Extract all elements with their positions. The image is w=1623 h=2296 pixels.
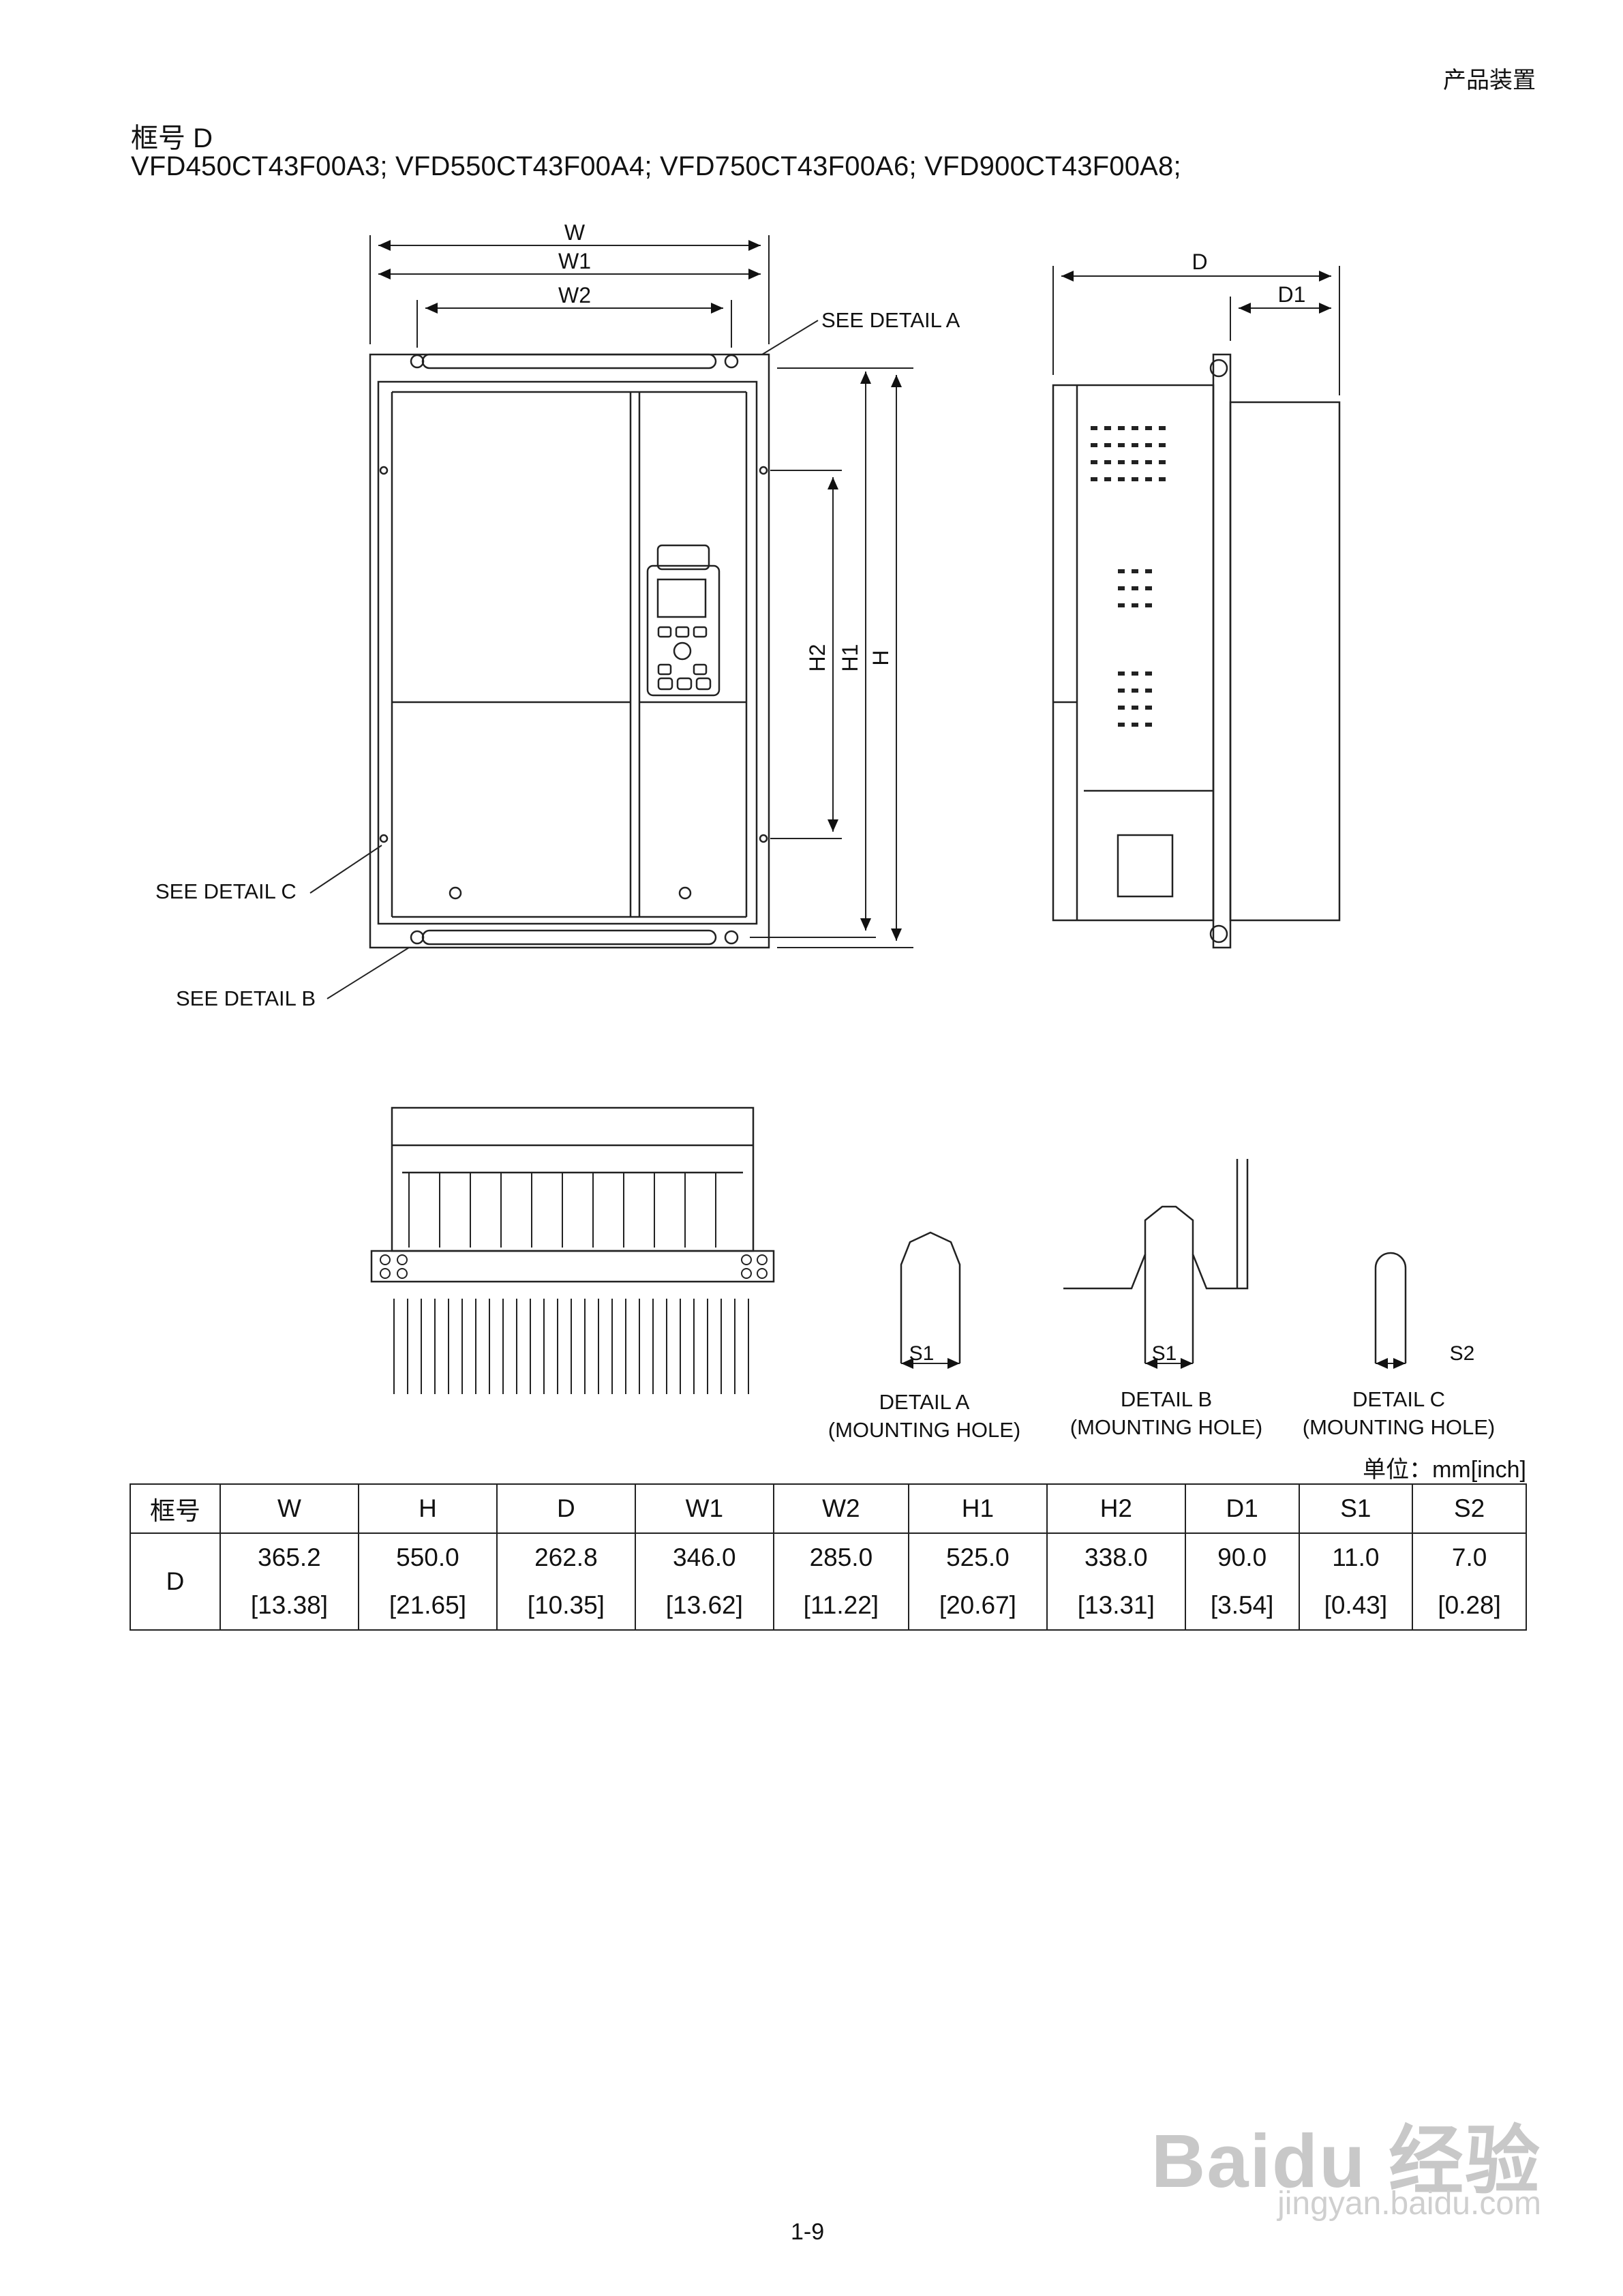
watermark-logo: Baidu 经验 bbox=[1151, 2119, 1541, 2203]
dim-label-d1: D1 bbox=[1278, 282, 1306, 307]
dim-label-w2: W2 bbox=[558, 283, 591, 307]
table-header: S2 bbox=[1412, 1483, 1527, 1534]
callout-detail-a: SEE DETAIL A bbox=[821, 308, 960, 332]
table-cell: [0.43] bbox=[1298, 1582, 1414, 1631]
frame-title: 框号 D bbox=[131, 123, 213, 153]
detail-a-dim-label: S1 bbox=[909, 1342, 935, 1365]
section-header: 产品装置 bbox=[1443, 67, 1536, 94]
watermark-url: jingyan.baidu.com bbox=[1277, 2186, 1541, 2222]
callout-detail-b: SEE DETAIL B bbox=[176, 986, 316, 1010]
table-cell: [13.38] bbox=[219, 1582, 359, 1631]
table-cell: [3.54] bbox=[1184, 1582, 1300, 1631]
table-header: S1 bbox=[1298, 1483, 1414, 1534]
unit-note: 单位：mm[inch] bbox=[1363, 1457, 1526, 1483]
detail-a-subtitle: (MOUNTING HOLE) bbox=[828, 1418, 1020, 1442]
dim-label-w: W bbox=[564, 220, 586, 245]
table-cell-frame: D bbox=[130, 1532, 221, 1631]
table-cell: 262.8 bbox=[496, 1532, 636, 1582]
dim-label-h1: H1 bbox=[838, 644, 862, 672]
table-cell: 338.0 bbox=[1046, 1532, 1186, 1582]
table-cell: [13.31] bbox=[1046, 1582, 1186, 1631]
dimension-table: 框号 W H D W1 W2 H1 H2 D1 S1 S2 D 365.2 55… bbox=[130, 1483, 1527, 1631]
detail-c-subtitle: (MOUNTING HOLE) bbox=[1303, 1415, 1495, 1439]
detail-a-title: DETAIL A bbox=[879, 1390, 970, 1414]
dim-label-w1: W1 bbox=[558, 249, 591, 273]
table-cell: 525.0 bbox=[907, 1532, 1048, 1582]
table-cell: [13.62] bbox=[634, 1582, 774, 1631]
detail-c-dim-label: S2 bbox=[1450, 1342, 1475, 1365]
detail-b-title: DETAIL B bbox=[1121, 1387, 1212, 1411]
callout-detail-c: SEE DETAIL C bbox=[155, 879, 297, 903]
table-header: H1 bbox=[907, 1483, 1048, 1534]
table-header: 框号 bbox=[130, 1483, 221, 1534]
dim-label-h: H bbox=[868, 650, 893, 665]
detail-c-title: DETAIL C bbox=[1352, 1387, 1445, 1411]
table-cell: [20.67] bbox=[907, 1582, 1048, 1631]
table-header: W2 bbox=[772, 1483, 909, 1534]
table-cell: 346.0 bbox=[634, 1532, 774, 1582]
table-cell: 285.0 bbox=[772, 1532, 909, 1582]
table-header-row: 框号 W H D W1 W2 H1 H2 D1 S1 S2 bbox=[130, 1483, 1527, 1534]
detail-b-subtitle: (MOUNTING HOLE) bbox=[1070, 1415, 1262, 1439]
model-list: VFD450CT43F00A3; VFD550CT43F00A4; VFD750… bbox=[131, 151, 1181, 181]
detail-b-dim-label: S1 bbox=[1152, 1342, 1177, 1365]
table-cell: 550.0 bbox=[357, 1532, 498, 1582]
table-cell: 365.2 bbox=[219, 1532, 359, 1582]
table-row-inch: [13.38] [21.65] [10.35] [13.62] [11.22] … bbox=[130, 1582, 1527, 1631]
table-header: W bbox=[219, 1483, 359, 1534]
table-header: D1 bbox=[1184, 1483, 1300, 1534]
dimension-drawing: W W1 W2 H H1 H2 D D1 SEE DETAIL A SEE DE… bbox=[155, 220, 1495, 1442]
table-row-mm: D 365.2 550.0 262.8 346.0 285.0 525.0 33… bbox=[130, 1532, 1527, 1631]
table-cell: 11.0 bbox=[1298, 1532, 1414, 1582]
table-cell: [10.35] bbox=[496, 1582, 636, 1631]
table-cell: 90.0 bbox=[1184, 1532, 1300, 1582]
table-header: H2 bbox=[1046, 1483, 1186, 1534]
table-cell: [21.65] bbox=[357, 1582, 498, 1631]
table-cell: [0.28] bbox=[1412, 1582, 1527, 1631]
table-header: H bbox=[357, 1483, 498, 1534]
page-number: 1-9 bbox=[791, 2219, 825, 2245]
dim-label-d: D bbox=[1192, 250, 1207, 274]
table-cell: 7.0 bbox=[1412, 1532, 1527, 1582]
table-cell: [11.22] bbox=[772, 1582, 909, 1631]
table-header: W1 bbox=[634, 1483, 774, 1534]
table-header: D bbox=[496, 1483, 636, 1534]
dim-label-h2: H2 bbox=[805, 644, 830, 672]
